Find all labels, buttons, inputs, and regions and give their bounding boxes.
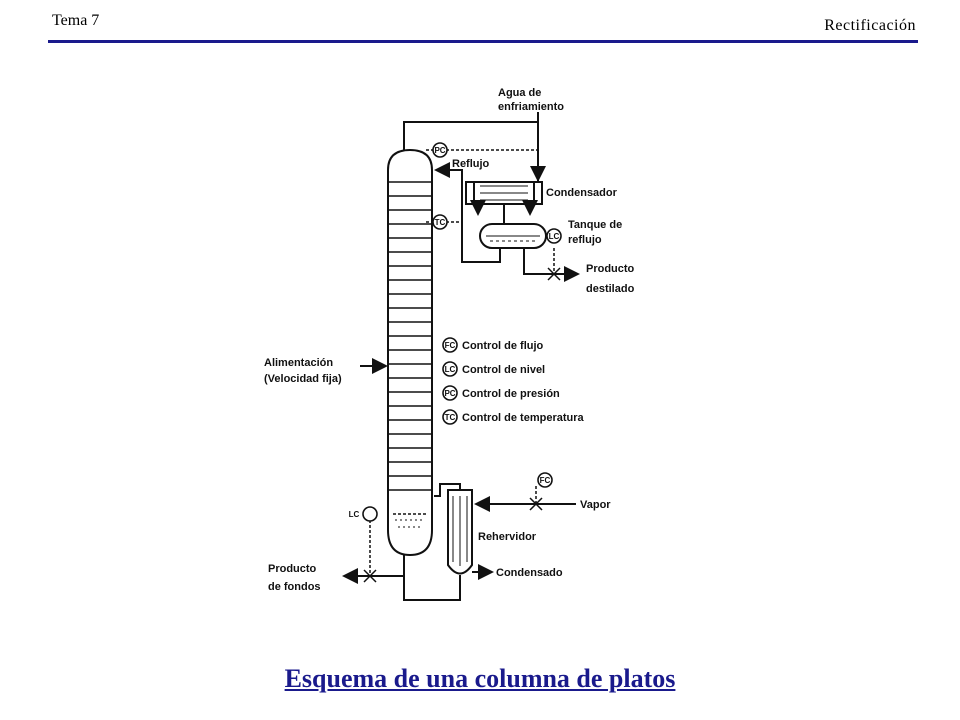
steam-label: Vapor	[580, 499, 611, 511]
fc-gauge-label: FC	[540, 476, 551, 485]
legend-text: Control de temperatura	[462, 412, 585, 424]
condensate-label: Condensado	[496, 567, 563, 579]
reflux-label: Reflujo	[452, 158, 490, 170]
feed-label-2: (Velocidad fija)	[264, 373, 342, 385]
legend-code: TC	[445, 413, 456, 422]
legend-text: Control de presión	[462, 388, 560, 400]
header-rule	[48, 40, 918, 43]
figure-caption: Esquema de una columna de platos	[284, 664, 676, 693]
lc-tank-gauge-label: LC	[549, 232, 560, 241]
distillate-label-2: destilado	[586, 283, 635, 295]
cooling-water-label-2: enfriamiento	[498, 101, 564, 113]
legend-item-tc: TC Control de temperatura	[442, 409, 585, 425]
reboiler-return-line	[434, 483, 461, 497]
legend-code: PC	[444, 389, 455, 398]
pc-gauge-label: PC	[434, 146, 445, 155]
flow-controller-gauge	[537, 472, 553, 488]
tc-gauge-label: TC	[435, 218, 446, 227]
legend-code: LC	[445, 365, 456, 374]
bottom-level-controller-gauge	[362, 506, 378, 522]
distillate-line	[523, 248, 580, 282]
reflux-tank-label-2: reflujo	[568, 234, 602, 246]
reflux-tank-label-1: Tanque de	[568, 219, 622, 231]
controller-legend: FC Control de flujo LC Control de nivel …	[442, 337, 585, 425]
condenser-label: Condensador	[546, 187, 618, 199]
legend-item-fc: FC Control de flujo	[442, 337, 544, 353]
legend-text: Control de nivel	[462, 364, 545, 376]
column-trays	[388, 181, 432, 491]
cooling-water-label-1: Agua de	[498, 87, 541, 99]
reflux-line	[434, 162, 501, 263]
bottoms-label-1: Producto	[268, 563, 317, 575]
distillate-label-1: Producto	[586, 263, 635, 275]
feed-label-1: Alimentación	[264, 357, 333, 369]
topic-label: Tema 7	[52, 12, 100, 29]
temperature-controller-gauge	[432, 214, 448, 230]
lc-bottom-gauge-label: LC	[349, 510, 360, 519]
reboiler-label: Rehervidor	[478, 531, 537, 543]
legend-item-lc: LC Control de nivel	[442, 361, 545, 377]
bottoms-label-2: de fondos	[268, 581, 321, 593]
reboiler-inlet-line	[403, 555, 461, 601]
section-title: Rectificación	[824, 17, 916, 34]
legend-item-pc: PC Control de presión	[442, 385, 560, 401]
pressure-controller-gauge	[432, 142, 448, 158]
legend-text: Control de flujo	[462, 340, 544, 352]
legend-code: FC	[445, 341, 456, 350]
tank-level-controller-gauge	[546, 228, 562, 244]
